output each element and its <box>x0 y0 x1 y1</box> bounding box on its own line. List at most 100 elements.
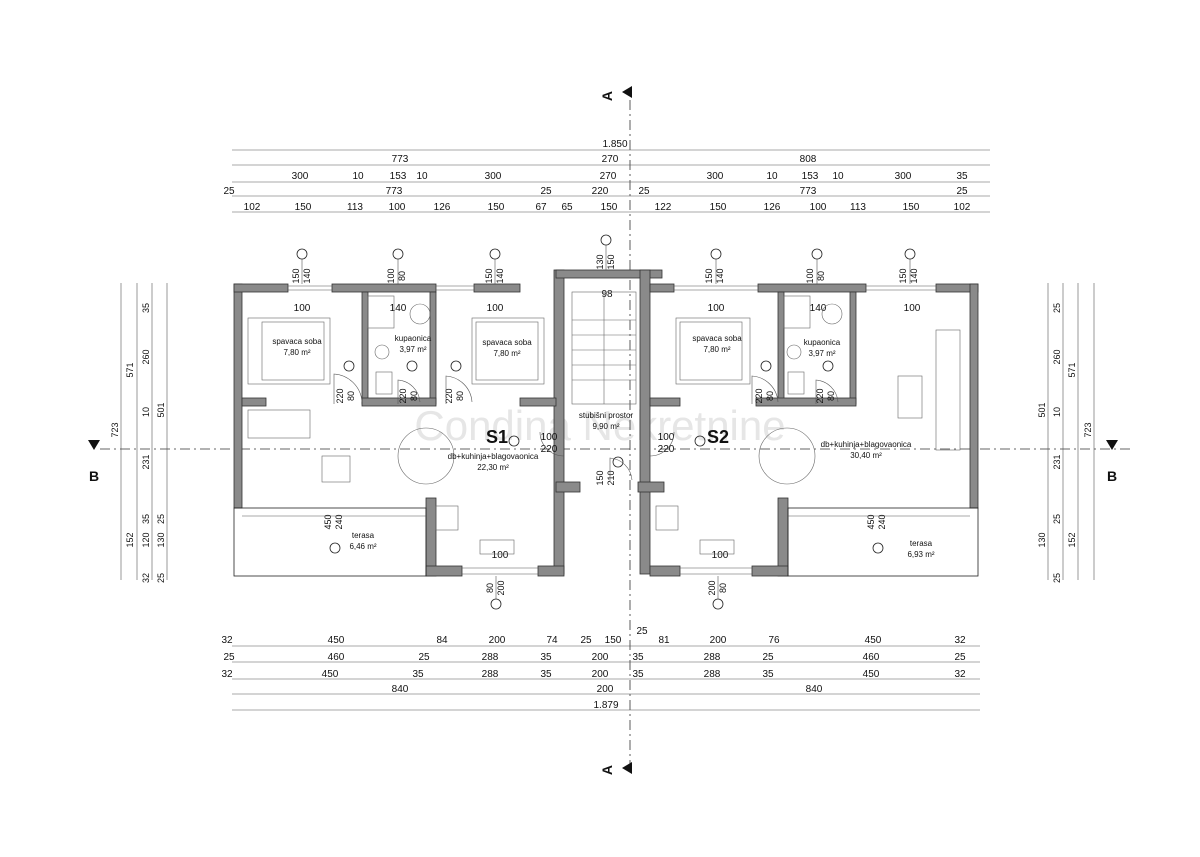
dim-label: 773 <box>386 186 403 197</box>
dim-label: 25 <box>156 514 166 524</box>
svg-text:220: 220 <box>398 388 408 403</box>
dim-label: 450 <box>328 635 345 646</box>
dim-label: 300 <box>485 171 502 182</box>
dim-label: 288 <box>704 669 721 680</box>
svg-text:80: 80 <box>826 391 836 401</box>
window-dimension-labels: 150 140 100 80 150 140 130 150 150 140 1… <box>291 254 921 595</box>
svg-text:98: 98 <box>601 289 613 300</box>
dim-label: 200 <box>489 635 506 646</box>
svg-text:220: 220 <box>754 388 764 403</box>
dim-label: 460 <box>328 652 345 663</box>
building-walls <box>233 269 979 577</box>
dim-label: 25 <box>1052 514 1062 524</box>
dim-label: 25 <box>1052 573 1062 583</box>
svg-text:100: 100 <box>294 303 311 314</box>
windows <box>288 285 936 575</box>
dim-label: 10 <box>1052 407 1062 417</box>
dim-label: 126 <box>434 202 451 213</box>
dim-label: 571 <box>125 362 135 377</box>
dim-label: 25 <box>954 652 966 663</box>
svg-text:100: 100 <box>712 550 729 561</box>
dim-label: 150 <box>488 202 505 213</box>
dim-label: 25 <box>638 186 650 197</box>
top-dimension-chains: 1.850 773 270 808 300 10 153 10 300 270 … <box>223 139 990 213</box>
svg-text:200: 200 <box>707 580 717 595</box>
dim-label: 25 <box>418 652 430 663</box>
dim-label: 25 <box>580 635 592 646</box>
doors <box>333 373 839 482</box>
dim-label: 32 <box>141 573 151 583</box>
dim-label: 10 <box>352 171 364 182</box>
svg-text:100: 100 <box>904 303 921 314</box>
furniture <box>247 291 961 555</box>
dim-label: 32 <box>954 635 966 646</box>
room-area: 30,40 m² <box>850 451 882 460</box>
dim-label: 501 <box>156 402 166 417</box>
dim-label: 450 <box>863 669 880 680</box>
dim-label: 35 <box>632 652 644 663</box>
dim-label: 25 <box>762 652 774 663</box>
svg-text:130: 130 <box>595 254 605 269</box>
dim-label: 122 <box>655 202 672 213</box>
svg-text:100: 100 <box>805 268 815 283</box>
dim-label: 260 <box>1052 349 1062 364</box>
dim-total-length: 1.879 <box>593 700 618 711</box>
dim-label: 153 <box>802 171 819 182</box>
room-labels: S1 S2 spavaca soba 7,80 m² kupaonica 3,9… <box>272 334 935 559</box>
svg-text:100: 100 <box>487 303 504 314</box>
left-dimension-chains: 723 571 35 260 10 231 35 120 32 501 152 … <box>110 283 168 583</box>
dim-label: 723 <box>110 422 120 437</box>
svg-text:B: B <box>1107 468 1117 484</box>
dim-label: 35 <box>412 669 424 680</box>
dim-label: 25 <box>156 573 166 583</box>
dim-label: 102 <box>244 202 261 213</box>
dim-label: 200 <box>710 635 727 646</box>
svg-text:100: 100 <box>492 550 509 561</box>
dim-label: 288 <box>482 652 499 663</box>
dim-label: 153 <box>390 171 407 182</box>
dim-label: 10 <box>832 171 844 182</box>
right-dimension-chains: 723 571 25 260 10 231 25 130 25 501 152 <box>1037 283 1095 583</box>
dim-label: 460 <box>863 652 880 663</box>
svg-text:150: 150 <box>898 268 908 283</box>
terrace-s1-outline <box>233 507 427 577</box>
dim-label: 35 <box>540 652 552 663</box>
dim-label: 10 <box>766 171 778 182</box>
svg-text:150: 150 <box>291 268 301 283</box>
svg-text:150: 150 <box>606 254 616 269</box>
svg-text:A: A <box>599 765 615 775</box>
room-area: 7,80 m² <box>703 345 730 354</box>
dim-label: 300 <box>895 171 912 182</box>
dim-label: 35 <box>141 514 151 524</box>
svg-text:100: 100 <box>658 432 675 443</box>
dim-label: 501 <box>1037 402 1047 417</box>
dim-label: 25 <box>956 186 968 197</box>
dim-label: 81 <box>658 635 670 646</box>
dim-label: 100 <box>810 202 827 213</box>
dim-label: 130 <box>1037 532 1047 547</box>
dim-label: 32 <box>221 635 233 646</box>
svg-text:210: 210 <box>606 470 616 485</box>
dim-label: 32 <box>954 669 966 680</box>
unit-label-s1: S1 <box>486 427 508 447</box>
dim-label: 100 <box>389 202 406 213</box>
dim-label: 84 <box>436 635 448 646</box>
svg-text:140: 140 <box>390 303 407 314</box>
svg-text:80: 80 <box>397 271 407 281</box>
room-area: 3,97 m² <box>808 349 835 358</box>
dim-label: 150 <box>601 202 618 213</box>
svg-text:A: A <box>599 91 615 101</box>
room-name: db+kuhinja+blagovaonica <box>821 440 912 449</box>
dim-label: 300 <box>292 171 309 182</box>
dim-label: 113 <box>850 202 866 213</box>
dim-label: 150 <box>605 635 622 646</box>
room-name: spavaca soba <box>272 337 322 346</box>
section-marker-b-right: B <box>1106 440 1118 484</box>
svg-text:140: 140 <box>302 268 312 283</box>
svg-text:80: 80 <box>765 391 775 401</box>
room-name: stubišni prostor <box>579 411 634 420</box>
svg-text:140: 140 <box>810 303 827 314</box>
window-tags <box>296 234 916 610</box>
dim-label: 150 <box>295 202 312 213</box>
svg-text:100: 100 <box>541 432 558 443</box>
